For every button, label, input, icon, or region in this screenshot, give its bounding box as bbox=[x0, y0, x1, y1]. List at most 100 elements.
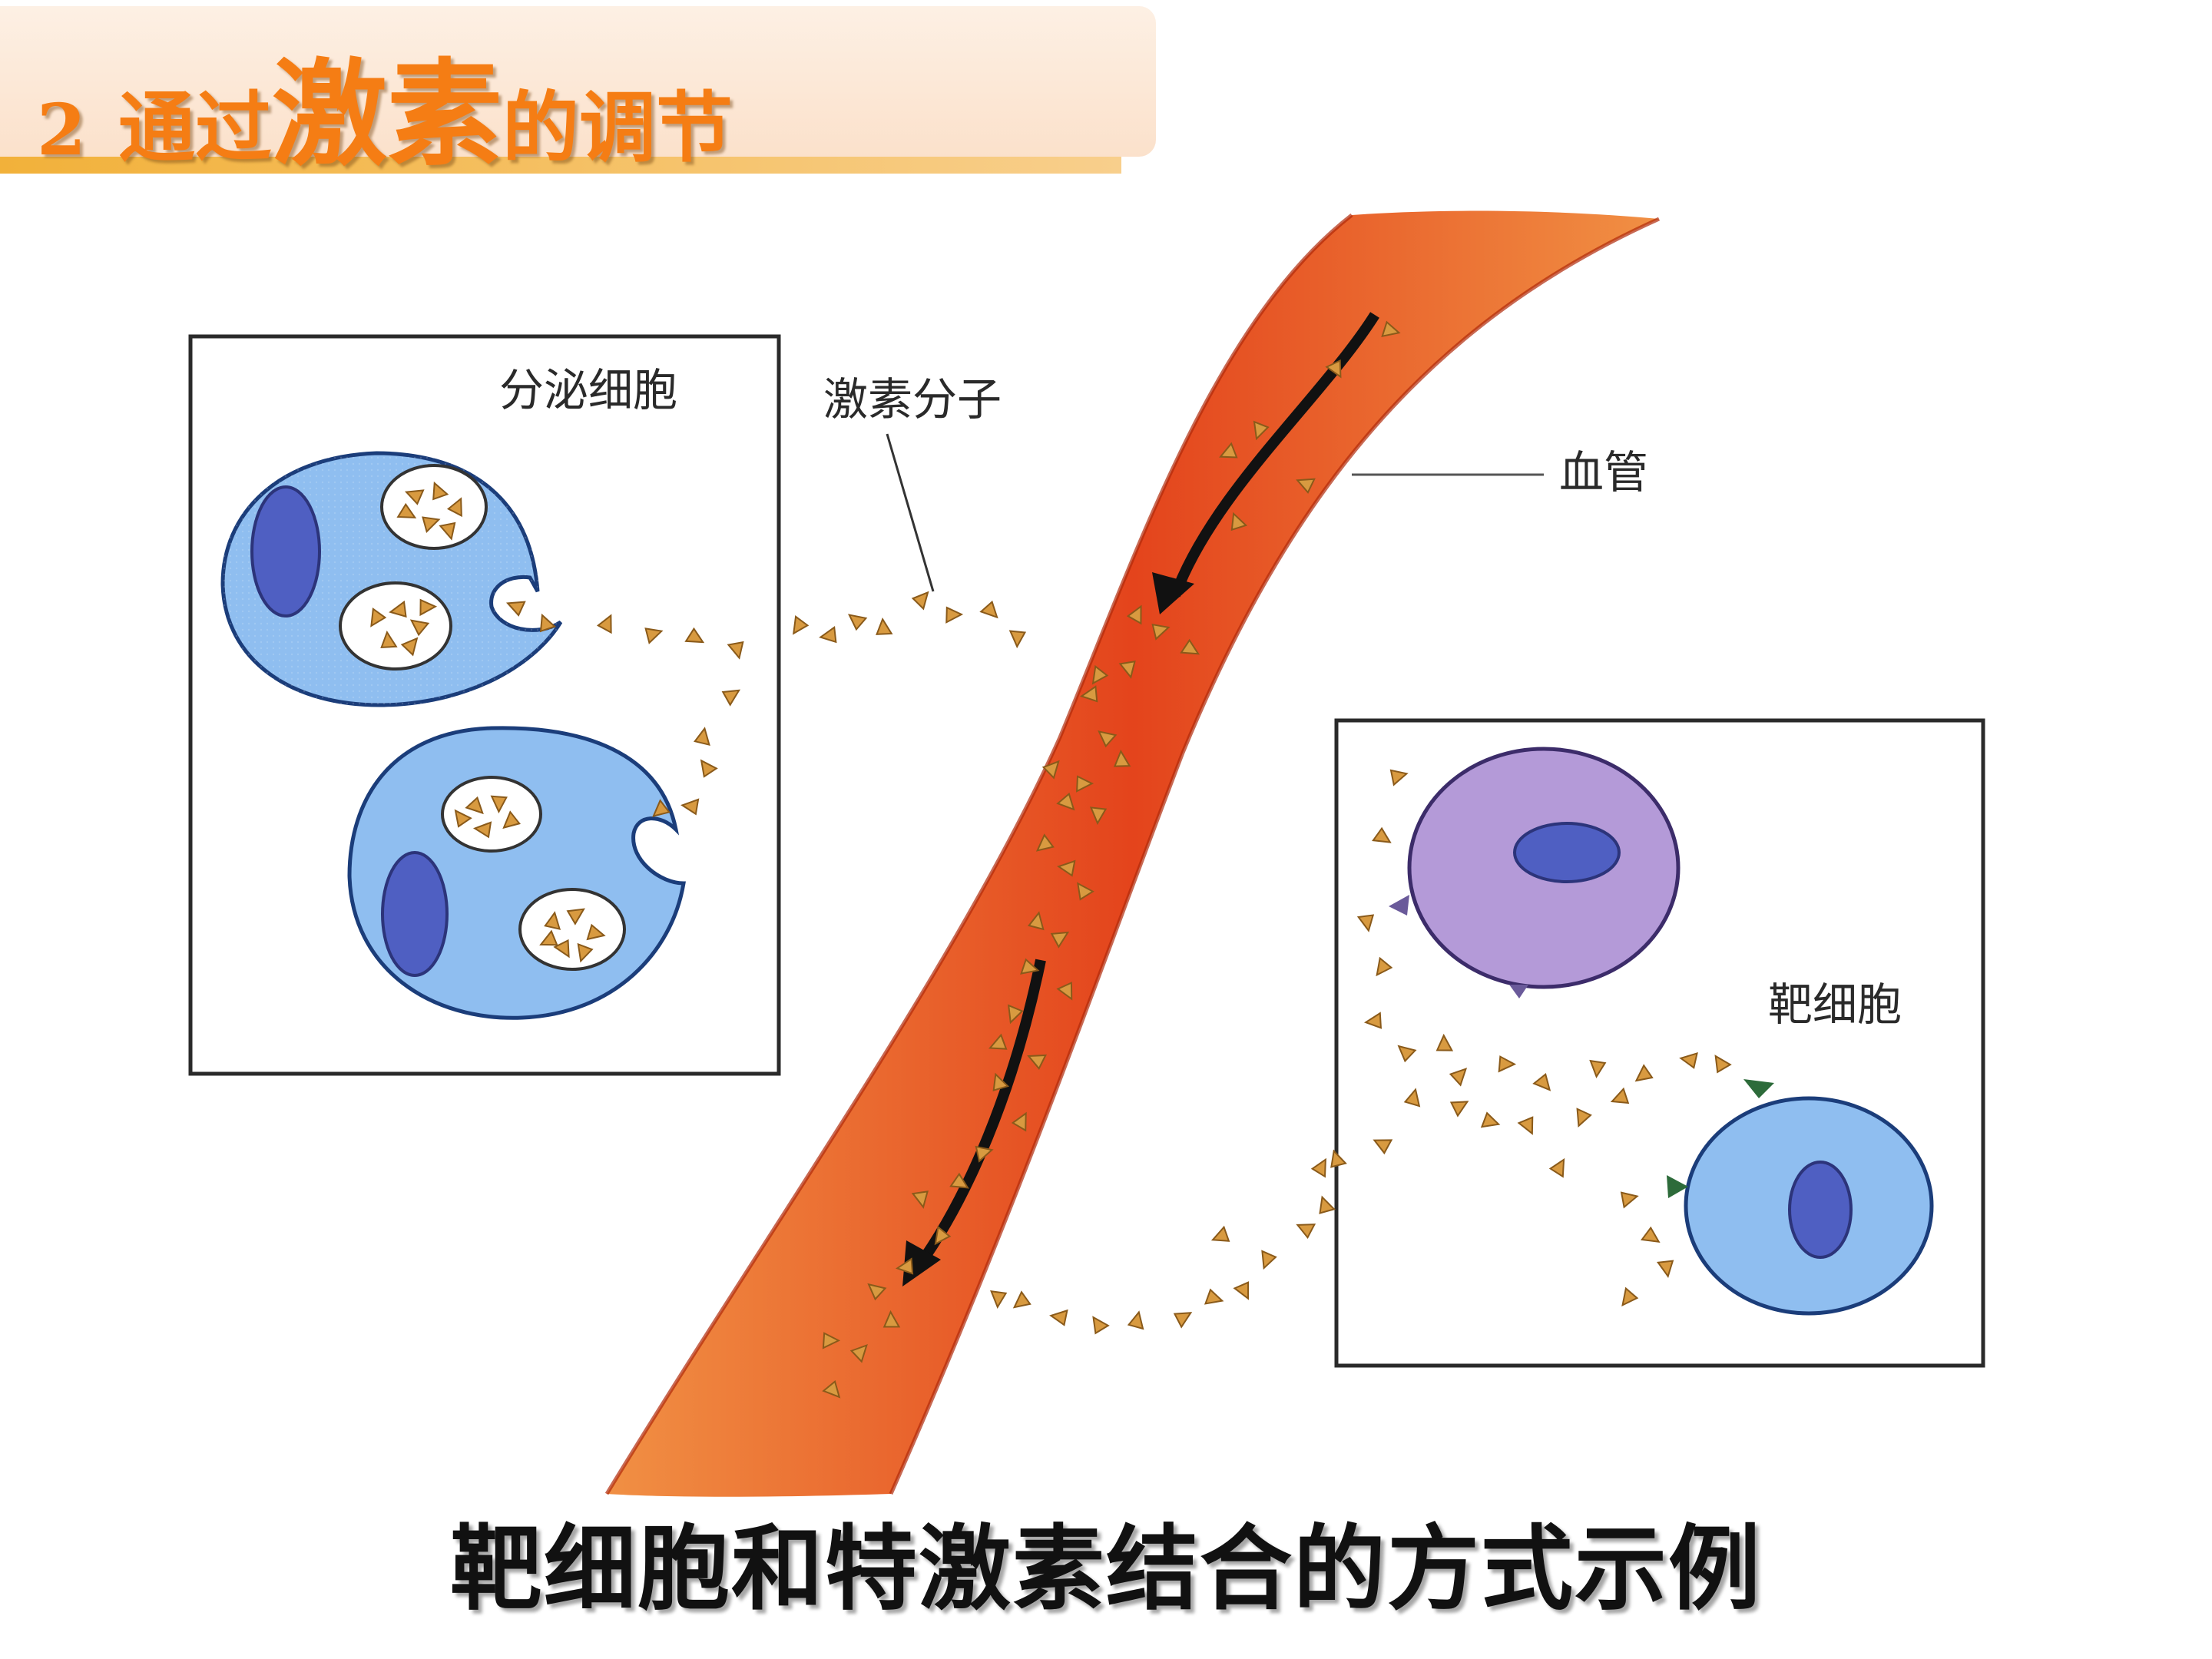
hormone-molecule bbox=[876, 617, 893, 635]
blood-vessel bbox=[604, 210, 1661, 1497]
hormone-molecule bbox=[422, 516, 441, 533]
target-cell-label: 靶细胞 bbox=[1768, 979, 1902, 1031]
hormone-molecule bbox=[404, 489, 425, 505]
target-cell-panel: 靶细胞 bbox=[1334, 718, 1985, 1368]
receptor bbox=[1667, 1175, 1688, 1198]
secretory-cell-label: 分泌细胞 bbox=[499, 364, 677, 416]
hormone-molecule bbox=[1076, 775, 1094, 793]
hormone-molecule bbox=[684, 627, 705, 644]
hormone-molecule bbox=[975, 1145, 994, 1163]
title-banner bbox=[0, 6, 1156, 157]
hormone-molecule bbox=[1020, 958, 1040, 975]
hormone-molecule bbox=[727, 641, 744, 660]
hormone-molecule bbox=[1008, 1004, 1024, 1025]
hormone-molecule bbox=[1027, 1054, 1047, 1070]
secretory-vesicle bbox=[380, 464, 488, 550]
hormone-molecule bbox=[1498, 1055, 1517, 1073]
hormone-molecule bbox=[1080, 685, 1098, 703]
hormone-molecule bbox=[700, 759, 718, 778]
hormone-molecule bbox=[1098, 730, 1118, 748]
secretory-vesicle bbox=[339, 581, 452, 671]
hormone-molecule bbox=[1449, 1101, 1469, 1118]
hormone-molecule bbox=[1008, 630, 1027, 649]
hormone-molecule bbox=[849, 1343, 868, 1363]
section-number: 2 bbox=[37, 88, 87, 171]
hormone-molecule bbox=[472, 821, 492, 839]
flow-arrow-head bbox=[1152, 572, 1194, 614]
hormone-molecule bbox=[1517, 1116, 1534, 1135]
hormone-molecule bbox=[934, 1225, 952, 1246]
nucleus bbox=[1513, 822, 1621, 883]
hormone-molecule bbox=[945, 606, 964, 624]
hormone-molecule bbox=[1012, 1290, 1031, 1309]
hormone-molecule bbox=[1576, 1108, 1592, 1128]
nucleus bbox=[250, 485, 321, 618]
hormone-molecule bbox=[1204, 1288, 1224, 1305]
secretory-vesicle bbox=[441, 776, 542, 853]
hormone-molecule bbox=[979, 600, 998, 619]
hormone-molecule bbox=[539, 929, 558, 946]
flow-arrow bbox=[1170, 312, 1379, 598]
hormone-molecule bbox=[432, 481, 449, 501]
hormone-molecule bbox=[1656, 1260, 1674, 1278]
hormone-molecule bbox=[652, 799, 671, 817]
hormone-molecule bbox=[1403, 1088, 1421, 1108]
hormone-molecule bbox=[596, 614, 612, 634]
blood-vessel-label: 血管 bbox=[1559, 446, 1648, 498]
receptor bbox=[1743, 1079, 1774, 1098]
hormone-molecule bbox=[1363, 1012, 1382, 1029]
hormone-molecule bbox=[1118, 661, 1136, 679]
hormone-molecule bbox=[1372, 826, 1392, 843]
hormone-molecule bbox=[1151, 623, 1171, 641]
hormone-molecule bbox=[867, 1283, 887, 1301]
hormone-molecule bbox=[1035, 833, 1055, 852]
hormone-molecule bbox=[539, 613, 557, 633]
hormone-molecule bbox=[1219, 442, 1238, 459]
hormone-molecule bbox=[1610, 1087, 1630, 1104]
hormone-molecule bbox=[847, 614, 868, 631]
hormone-molecule bbox=[577, 942, 594, 963]
hormone-molecule bbox=[1050, 931, 1070, 949]
hormone-molecule bbox=[586, 923, 606, 941]
hormone-molecule bbox=[1091, 664, 1109, 685]
secretory-cell-lower bbox=[347, 726, 686, 1020]
secretory-cell-panel: 分泌细胞 bbox=[188, 334, 781, 1076]
hormone-molecule bbox=[1634, 1064, 1654, 1082]
hormone-molecule bbox=[370, 608, 387, 628]
nucleus bbox=[381, 851, 449, 977]
hormone-molecule bbox=[822, 1379, 841, 1399]
hormone-molecule bbox=[1325, 359, 1342, 379]
hormone-molecule bbox=[1180, 638, 1200, 655]
hormone-molecule bbox=[1126, 604, 1142, 625]
secretory-cell-upper bbox=[220, 451, 563, 707]
hormone-molecule bbox=[409, 619, 430, 637]
nucleus bbox=[1788, 1161, 1853, 1259]
hormone-molecule bbox=[1449, 1068, 1468, 1087]
hormone-molecule bbox=[911, 1190, 929, 1209]
hormone-molecule bbox=[1373, 1139, 1393, 1155]
hormone-molecule bbox=[1253, 420, 1270, 441]
hormone-molecule bbox=[1296, 1224, 1316, 1240]
target-cell-purple bbox=[1389, 747, 1681, 998]
hormone-molecule bbox=[439, 522, 456, 541]
hormone-molecule bbox=[1480, 1111, 1501, 1128]
hormone-molecule bbox=[1027, 911, 1045, 931]
hormone-molecule bbox=[502, 810, 521, 830]
hormone-molecule bbox=[1077, 882, 1094, 901]
hormone-molecule bbox=[1041, 760, 1060, 780]
hormone-molecule bbox=[1356, 914, 1375, 932]
hormone-molecule bbox=[1310, 1157, 1326, 1178]
target-cell-blue bbox=[1667, 1079, 1934, 1316]
hormone-molecule bbox=[882, 1310, 901, 1328]
hormone-molecule-label: 激素分子 bbox=[823, 373, 1002, 426]
hormone-molecule bbox=[1230, 512, 1248, 531]
hormone-molecules bbox=[370, 320, 1732, 1399]
hormone-molecule bbox=[389, 600, 407, 618]
hormone-molecule bbox=[1397, 1045, 1417, 1063]
hormone-molecule bbox=[1173, 1312, 1193, 1329]
hormone-molecule bbox=[1056, 982, 1073, 1001]
hormone-molecule bbox=[1640, 1226, 1661, 1243]
hormone-molecule bbox=[1210, 1225, 1230, 1242]
title-part1: 通过 bbox=[118, 82, 273, 173]
